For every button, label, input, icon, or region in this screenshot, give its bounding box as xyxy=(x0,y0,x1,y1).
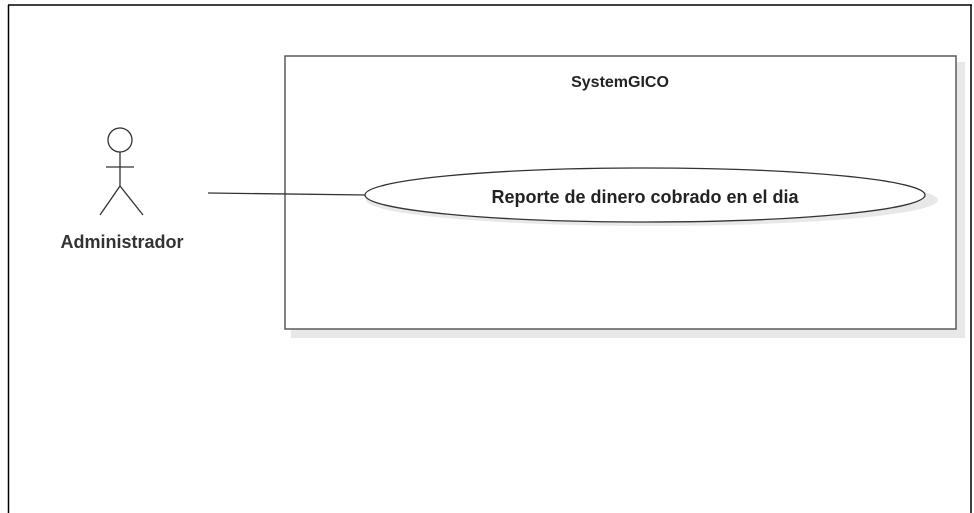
use-case-reporte[interactable]: Reporte de dinero cobrado en el dia xyxy=(364,167,938,226)
actor-administrador[interactable]: Administrador xyxy=(60,127,184,252)
association-line[interactable] xyxy=(207,192,368,196)
system-title: SystemGICO xyxy=(571,74,669,91)
use-case-ellipse xyxy=(364,167,926,223)
use-case-label: Reporte de dinero cobrado en el dia xyxy=(491,187,799,207)
actor-stick-figure-icon xyxy=(99,127,144,216)
canvas-border xyxy=(7,4,972,513)
actor-label: Administrador xyxy=(60,232,183,252)
